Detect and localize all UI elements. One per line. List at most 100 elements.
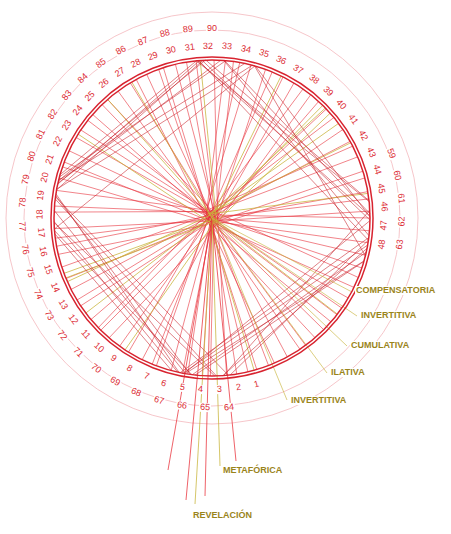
- ring-number: 71: [71, 345, 86, 360]
- ring-number: 1: [252, 379, 261, 390]
- ring-number: 43: [364, 145, 377, 160]
- ring-number: 32: [202, 41, 214, 50]
- ring-number: 13: [56, 297, 70, 312]
- main-circle: [54, 60, 370, 376]
- ring-number: 26: [97, 77, 112, 92]
- ring-number: 8: [124, 363, 134, 374]
- category-word: CUMULATIVA: [350, 341, 410, 350]
- chord-line: [101, 215, 216, 330]
- chord-line: [199, 61, 369, 241]
- chord-line: [54, 66, 255, 229]
- chord-line: [58, 60, 200, 184]
- chord-line: [202, 60, 370, 220]
- chord-line: [230, 240, 368, 375]
- ring-number: 9: [108, 353, 119, 364]
- ring-number: 87: [136, 35, 150, 48]
- chord-line: [192, 252, 366, 375]
- ring-number: 73: [42, 308, 56, 323]
- ring-number: 20: [39, 170, 51, 184]
- ring-number: 25: [83, 89, 98, 104]
- ring-number: 3: [216, 385, 223, 394]
- chord-line: [212, 218, 357, 316]
- ring-number: 2: [234, 383, 242, 393]
- chord-line: [142, 214, 219, 360]
- chord-line: [186, 218, 212, 500]
- ring-number: 66: [175, 400, 188, 411]
- ring-number: 15: [42, 263, 54, 277]
- ring-number: 10: [91, 340, 106, 355]
- category-word: METAFÓRICA: [222, 466, 283, 475]
- chord-line: [56, 194, 179, 373]
- ring-number: 74: [32, 287, 45, 302]
- chord-line: [212, 218, 327, 373]
- chord-line: [62, 211, 218, 267]
- ring-number: 33: [221, 42, 234, 52]
- category-word: COMPENSATORIA: [355, 286, 436, 295]
- ring-number: 17: [36, 227, 46, 240]
- chord-line: [214, 83, 294, 222]
- ring-number: 80: [26, 149, 38, 163]
- chord-line: [168, 218, 212, 470]
- chord-line: [93, 114, 219, 224]
- ring-number: 28: [129, 57, 144, 70]
- ring-number: 12: [66, 312, 80, 327]
- ring-number: 22: [51, 135, 64, 150]
- ring-number: 90: [206, 24, 218, 33]
- chord-line: [132, 82, 214, 220]
- ring-number: 21: [44, 152, 57, 166]
- chord-line: [120, 224, 207, 346]
- ring-number: 75: [24, 266, 36, 280]
- ring-number: 69: [108, 375, 123, 389]
- chord-line: [211, 214, 287, 357]
- chord-line: [206, 157, 357, 214]
- ring-number: 30: [164, 45, 178, 57]
- ring-number: 18: [35, 208, 44, 220]
- ring-number: 70: [88, 361, 103, 375]
- chord-line: [196, 61, 216, 223]
- chord-line: [207, 143, 351, 215]
- halo-arc: [6, 12, 418, 424]
- ring-number: 35: [257, 48, 271, 60]
- ring-number: 37: [291, 62, 306, 76]
- ring-number: 24: [71, 103, 86, 118]
- ring-number: 45: [376, 181, 387, 194]
- ring-number: 60: [391, 168, 402, 182]
- ring-number: 47: [379, 219, 389, 231]
- chord-line: [64, 162, 215, 223]
- ring-number: 23: [60, 118, 74, 133]
- ring-number: 89: [182, 24, 195, 34]
- ring-number: 19: [36, 189, 46, 202]
- ring-number: 81: [34, 127, 47, 142]
- chord-line: [81, 221, 212, 306]
- ring-number: 72: [55, 328, 69, 343]
- ring-number: 76: [19, 243, 30, 256]
- ring-number: 46: [379, 200, 389, 213]
- chord-line: [66, 223, 212, 278]
- ring-number: 62: [397, 215, 406, 227]
- chord-line: [212, 218, 220, 466]
- chord-line: [125, 220, 216, 350]
- halo-arc: [24, 30, 400, 406]
- ring-number: 77: [17, 220, 27, 232]
- chord-line: [54, 223, 215, 376]
- ring-number: 88: [158, 28, 172, 40]
- ring-number: 67: [151, 394, 165, 406]
- chord-line: [212, 218, 352, 292]
- chord-line: [208, 216, 361, 268]
- chord-line: [55, 234, 172, 371]
- chord-line: [78, 134, 209, 222]
- ring-number: 84: [76, 71, 91, 86]
- chord-line: [200, 60, 216, 220]
- chord-line: [209, 224, 315, 338]
- ring-number: 65: [199, 403, 211, 412]
- ring-number: 61: [396, 192, 406, 205]
- ring-number: 29: [146, 50, 160, 63]
- ring-number: 48: [377, 238, 388, 251]
- chord-line: [195, 218, 212, 504]
- chord-line: [60, 61, 196, 175]
- chord-line: [55, 197, 228, 375]
- chord-line: [108, 99, 214, 218]
- chord-line: [206, 60, 369, 201]
